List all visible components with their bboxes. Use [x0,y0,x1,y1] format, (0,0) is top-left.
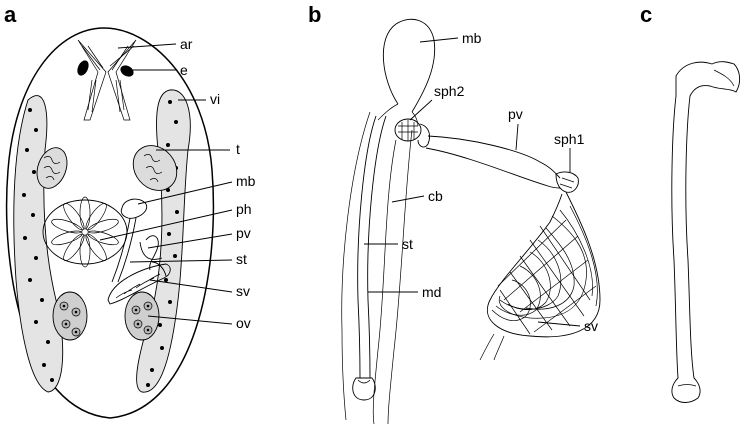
panel-c: c [640,2,741,403]
panel-letter-b: b [308,2,321,27]
stylet-tube [357,115,377,379]
vitellaria-dots [22,100,179,387]
panel-letter-a: a [4,2,17,27]
eye-left [77,60,89,76]
label-a-t: t [236,141,240,157]
ovary-right [124,291,160,341]
label-a-mb: mb [236,173,256,189]
panel-a: a [4,2,256,419]
pharynx [42,196,128,268]
prostatic-vesicle [427,135,561,179]
label-a-e: e [180,62,188,78]
copulatory-apparatus-a [107,198,171,305]
panel-b: b [308,2,601,425]
label-b-sv: sv [584,318,598,334]
label-b-md: md [422,284,441,300]
label-a-vi: vi [210,91,220,107]
eye-right [120,65,134,77]
ovary-left [52,291,88,341]
label-b-sph2: sph2 [434,83,465,99]
seminal-vesicle [479,191,601,361]
auricles [77,39,137,121]
label-a-pv: pv [236,225,251,241]
label-a-ar: ar [180,36,193,52]
label-a-ov: ov [236,315,251,331]
sphincter-2 [394,118,431,148]
label-b-pv: pv [508,106,523,122]
label-b-st: st [402,236,413,252]
label-b-mb: mb [462,30,482,46]
sphincter-1 [555,171,579,193]
label-b-sph1: sph1 [554,131,585,147]
label-a-st: st [236,251,247,267]
stylet [671,61,741,403]
vitellaria-left [13,95,64,393]
stylet-tip [352,377,376,401]
label-b-cb: cb [428,188,443,204]
label-a-ph: ph [236,201,252,217]
label-a-sv: sv [236,283,250,299]
panel-letter-c: c [640,2,652,27]
testis-right [132,145,178,191]
male-bulb [383,18,436,113]
leader-lines-a [99,43,233,325]
leader-lines-b [364,37,581,327]
